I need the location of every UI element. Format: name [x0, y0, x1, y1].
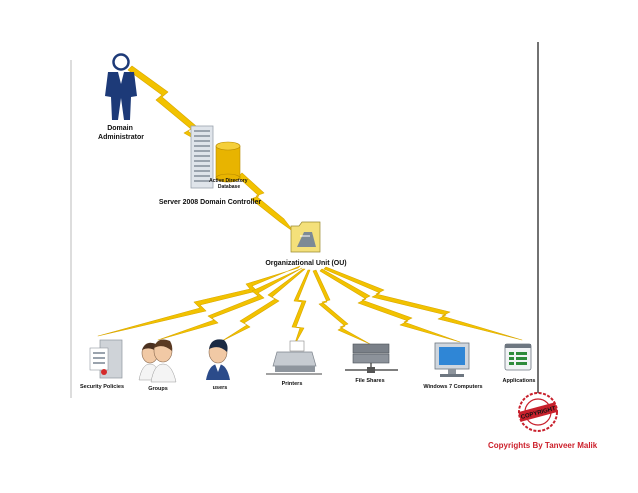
file-share-server-icon [345, 343, 398, 373]
domain-controller-label: Server 2008 Domain Controller [159, 199, 262, 206]
bolt-ou-to-windows [319, 268, 461, 343]
bolt-ou-to-groups [157, 267, 303, 341]
groups-icon [138, 339, 177, 383]
windows7-label: Windows 7 Computers [423, 384, 482, 390]
ou-label: Organizational Unit (OU) [265, 260, 346, 267]
users-label: users [213, 385, 228, 391]
applications-label: Applications [502, 378, 535, 384]
bolt-admin-to-dc [127, 65, 201, 143]
file-shares-label: File Shares [355, 378, 384, 384]
printers-label: Printers [282, 381, 303, 387]
bolt-ou-to-users [221, 268, 306, 342]
windows-computer-icon [434, 342, 470, 377]
domain-controller-server-icon [190, 125, 214, 189]
bolt-ou-to-fileshares [312, 269, 371, 345]
applications-icon [504, 343, 532, 371]
ad-database-label: Active Directory Database [209, 178, 249, 190]
ou-folder-icon [290, 221, 321, 253]
copyright-stamp-icon: COPYRIGHT [518, 392, 558, 432]
bolt-ou-to-printers [291, 269, 311, 347]
domain-administrator-icon [105, 53, 137, 120]
security-policies-label: Security Policies [80, 384, 124, 390]
footer-copyright: Copyrights By Tanveer Malik [488, 441, 598, 450]
users-icon [206, 339, 230, 380]
bolt-dc-to-ou [237, 172, 295, 233]
printer-icon [266, 340, 322, 375]
active-directory-database-icon [215, 141, 241, 183]
security-policies-icon [89, 339, 123, 379]
bolt-ou-to-applications [323, 266, 523, 341]
groups-label: Groups [148, 386, 168, 392]
admin-label: Domain Administrator [98, 125, 144, 141]
